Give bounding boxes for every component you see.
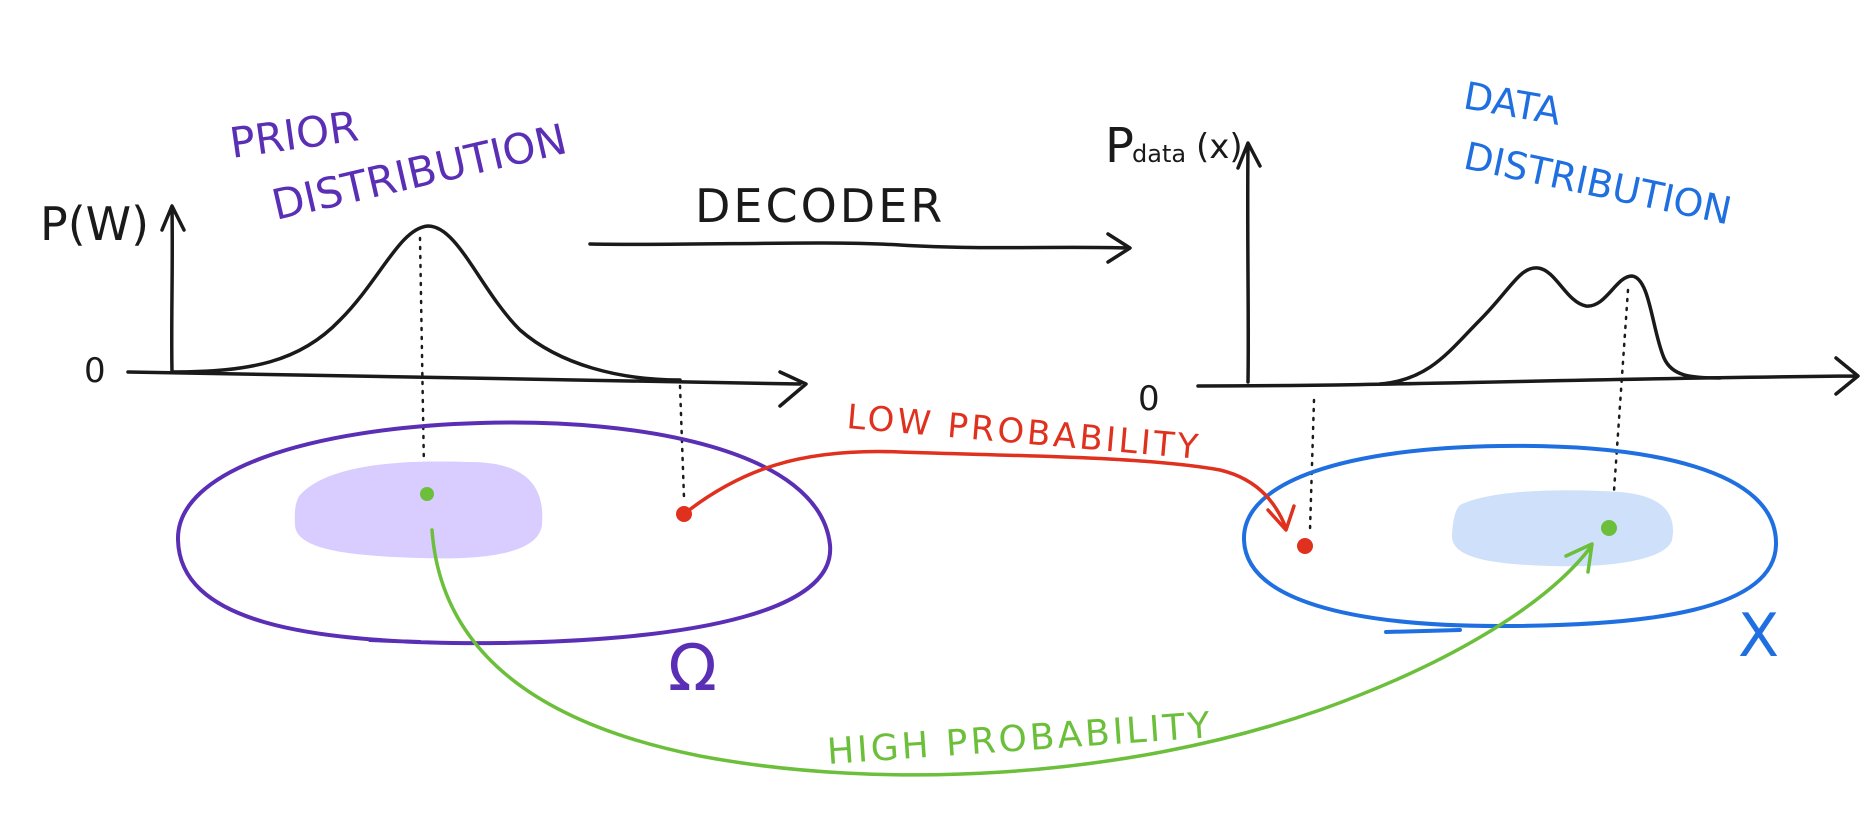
prior-space-ellipse bbox=[175, 420, 833, 646]
data-title-line2: DISTRIBUTION bbox=[1460, 134, 1735, 234]
data-high-target-point bbox=[1601, 520, 1617, 536]
prior-x-axis bbox=[126, 370, 808, 408]
data-y-label-arg: (x) bbox=[1196, 127, 1243, 167]
data-y-label-main: P bbox=[1105, 118, 1134, 174]
data-panel: DATA DISTRIBUTION P data (x) 0 X bbox=[1105, 74, 1860, 671]
x-space-symbol: X bbox=[1738, 601, 1779, 671]
low-probability-arrow bbox=[682, 449, 1296, 532]
prior-curve bbox=[170, 224, 682, 382]
prior-high-sample-point bbox=[420, 487, 434, 501]
omega-symbol: Ω bbox=[668, 632, 717, 706]
high-probability-arrow bbox=[430, 528, 1594, 777]
prior-tail-leader bbox=[678, 384, 686, 500]
prior-title-line1: PRIOR bbox=[227, 101, 362, 167]
data-low-leader bbox=[1308, 398, 1316, 532]
data-zero-label: 0 bbox=[1138, 379, 1160, 419]
high-probability-label: HIGH PROBABILITY bbox=[826, 705, 1214, 773]
decoder-section: DECODER bbox=[588, 179, 1132, 264]
prior-y-axis bbox=[160, 204, 186, 374]
data-curve bbox=[1378, 266, 1722, 386]
data-x-axis bbox=[1196, 356, 1860, 396]
prior-y-axis-label: P(W) bbox=[40, 197, 149, 251]
mapping-arrows: LOW PROBABILITY HIGH PROBABILITY bbox=[430, 397, 1594, 777]
data-y-axis-label: P data (x) bbox=[1105, 118, 1243, 174]
data-peak-leader bbox=[1610, 288, 1630, 522]
data-y-axis bbox=[1236, 141, 1262, 384]
decoder-arrow bbox=[588, 232, 1132, 264]
data-low-target-point bbox=[1297, 538, 1313, 554]
prior-panel: PRIOR DISTRIBUTION P(W) 0 Ω bbox=[40, 101, 833, 706]
data-y-label-sub: data bbox=[1132, 140, 1186, 168]
decoder-label: DECODER bbox=[695, 179, 945, 233]
data-title-line1: DATA bbox=[1460, 74, 1564, 134]
prior-peak-leader bbox=[418, 236, 426, 472]
data-high-density-region bbox=[1451, 490, 1674, 567]
prior-zero-label: 0 bbox=[84, 351, 106, 391]
prior-high-density-region bbox=[294, 461, 543, 559]
